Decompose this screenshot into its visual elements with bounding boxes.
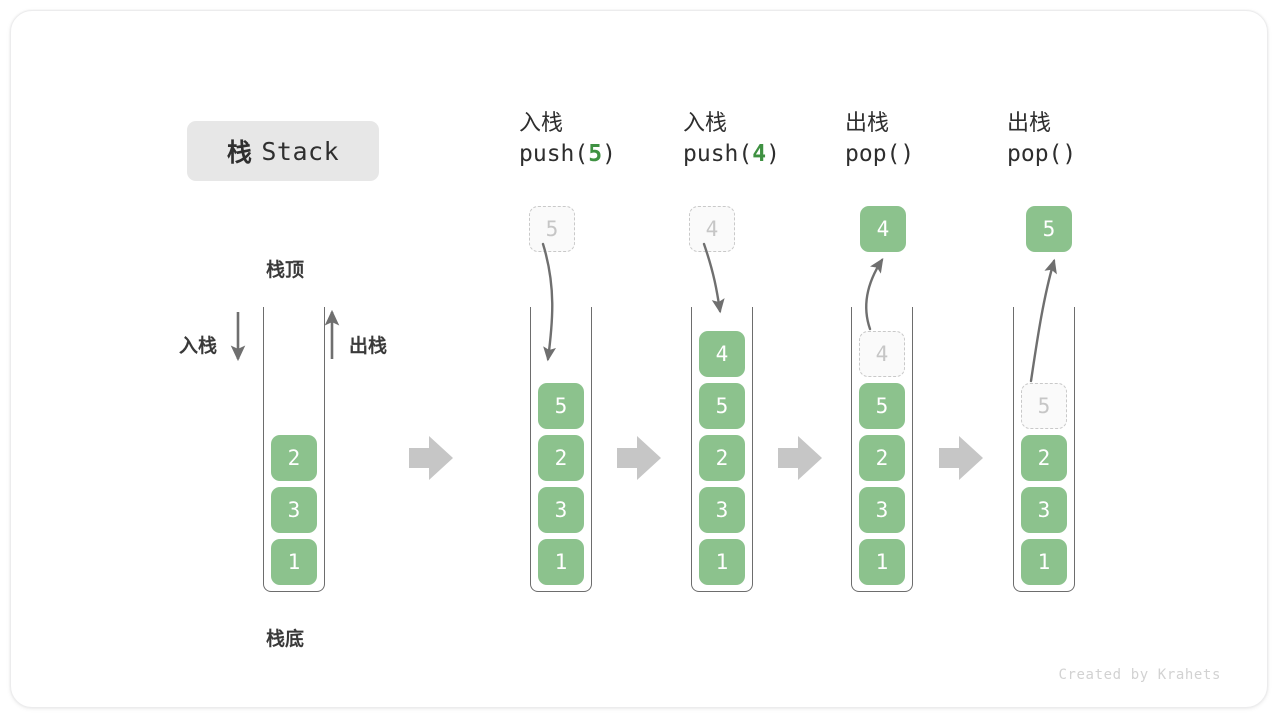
step-op-code: pop(): [1007, 141, 1077, 167]
credit-text: Created by Krahets: [1058, 667, 1221, 683]
stack-cell: 5: [699, 383, 745, 429]
stack-bottom-label: 栈底: [266, 629, 305, 650]
push-direction-label: 入栈: [179, 336, 218, 357]
stack-container-push5: [530, 307, 592, 592]
step-op-code: push(5): [519, 141, 616, 167]
flow-arrow-2: [617, 436, 661, 480]
stack-cell: 1: [271, 539, 317, 585]
stack-cell: 2: [859, 435, 905, 481]
motion-arrow-push4: [702, 242, 725, 314]
step-op-cn: 入栈: [519, 110, 564, 135]
stack-cell: 2: [271, 435, 317, 481]
stack-cell-ghost: 5: [1021, 383, 1067, 429]
stack-cell: 2: [1021, 435, 1067, 481]
title-en: Stack: [261, 136, 340, 166]
stack-cell: 1: [699, 539, 745, 585]
stack-cell: 3: [859, 487, 905, 533]
stack-cell: 3: [699, 487, 745, 533]
pop-direction-label: 出栈: [349, 336, 388, 357]
diagram-title: 栈 Stack: [187, 121, 379, 181]
step-op-code: pop(): [845, 141, 915, 167]
step-op-code: push(4): [683, 141, 780, 167]
flow-arrow-4: [939, 436, 983, 480]
stack-cell: 1: [1021, 539, 1067, 585]
stack-cell-ghost: 4: [859, 331, 905, 377]
flow-arrow-1: [409, 436, 453, 480]
stack-cell: 4: [699, 331, 745, 377]
floating-value-pop1: 4: [860, 206, 906, 252]
step-op-cn: 入栈: [683, 110, 728, 135]
stack-container-base: [263, 307, 325, 592]
stack-cell: 3: [1021, 487, 1067, 533]
stack-cell: 3: [271, 487, 317, 533]
step-op-cn: 出栈: [1007, 110, 1052, 135]
step-op-cn: 出栈: [845, 110, 890, 135]
title-cn: 栈: [226, 139, 253, 167]
stack-cell: 5: [538, 383, 584, 429]
stack-container-pop1: [851, 307, 913, 592]
stack-cell: 3: [538, 487, 584, 533]
stack-cell: 5: [859, 383, 905, 429]
flow-arrow-3: [778, 436, 822, 480]
step-caption-push4: 入栈 push(4): [683, 109, 853, 171]
floating-value-push5: 5: [529, 206, 575, 252]
stack-container-pop2: [1013, 307, 1075, 592]
diagram-card: 栈 Stack 栈顶 入栈 出栈 栈底 2 3 1 入栈 push(5) 5 5…: [10, 10, 1268, 708]
stack-cell: 1: [859, 539, 905, 585]
stack-cell: 2: [699, 435, 745, 481]
step-caption-pop2: 出栈 pop(): [1007, 109, 1177, 171]
step-caption-pop1: 出栈 pop(): [845, 109, 1015, 171]
stack-container-push4: [691, 307, 753, 592]
stack-cell: 2: [538, 435, 584, 481]
step-caption-push5: 入栈 push(5): [519, 109, 689, 171]
floating-value-push4: 4: [689, 206, 735, 252]
stack-top-label: 栈顶: [266, 260, 305, 281]
floating-value-pop2: 5: [1026, 206, 1072, 252]
stack-cell: 1: [538, 539, 584, 585]
